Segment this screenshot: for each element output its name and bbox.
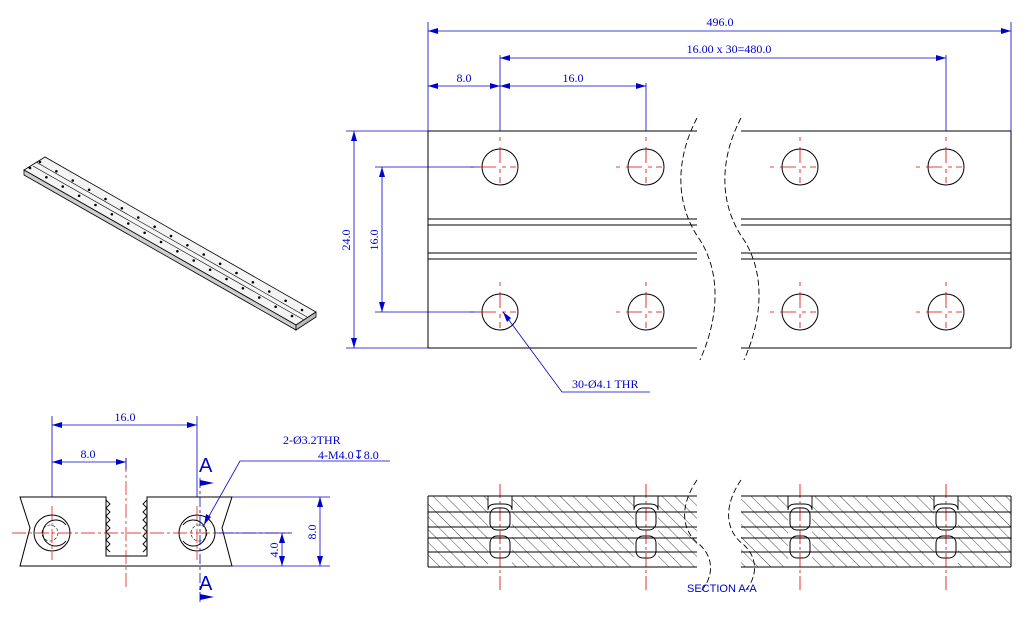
dim-hole-pattern: 16.00 x 30=480.0 xyxy=(687,42,772,56)
break-line-right xyxy=(724,117,760,361)
isometric-view xyxy=(23,156,317,331)
break-line-left xyxy=(680,117,716,361)
iso-hole xyxy=(94,203,97,207)
iso-hole xyxy=(71,179,75,182)
iso-hole xyxy=(290,314,294,318)
top-view xyxy=(427,117,1012,361)
iso-hole xyxy=(136,216,140,219)
iso-hole xyxy=(110,212,114,216)
iso-hole xyxy=(251,280,255,284)
iso-hole xyxy=(28,166,32,170)
dim-row-spacing: 16.0 xyxy=(367,230,381,251)
top-view-arrows xyxy=(351,28,1011,348)
iso-hole xyxy=(274,305,277,309)
iso-hole xyxy=(267,290,271,293)
iso-hole xyxy=(235,271,238,275)
iso-hole xyxy=(225,277,228,281)
end-view-dimensions xyxy=(51,416,390,604)
dim-overall-length: 496.0 xyxy=(707,15,734,29)
iso-hole xyxy=(192,259,196,262)
dim-end-holes-a: 2-Ø3.2THR xyxy=(283,433,341,447)
serration-left xyxy=(105,499,111,553)
iso-hole xyxy=(257,296,261,299)
dim-end-half: 8.0 xyxy=(81,447,96,461)
dim-end-offset: 8.0 xyxy=(457,71,472,85)
end-view xyxy=(12,458,290,588)
iso-hole xyxy=(104,197,107,201)
section-label: SECTION A-A xyxy=(687,583,757,595)
iso-hole xyxy=(38,160,42,164)
dim-pitch: 16.0 xyxy=(563,71,584,85)
section-marker-top: A xyxy=(199,455,213,477)
iso-hole xyxy=(45,175,48,179)
iso-hole xyxy=(169,234,173,238)
iso-hole xyxy=(300,308,304,312)
dim-half-height: 4.0 xyxy=(267,543,281,558)
iso-hole xyxy=(143,231,146,235)
iso-hole xyxy=(202,253,206,256)
iso-hole xyxy=(87,188,91,192)
section-marker-bottom: A xyxy=(199,573,213,595)
end-view-arrows xyxy=(52,422,323,600)
iso-hole xyxy=(61,185,65,188)
dim-height: 8.0 xyxy=(305,525,319,540)
iso-hole xyxy=(126,222,130,225)
dim-width: 24.0 xyxy=(339,230,353,251)
dim-end-holes-b: 4-M4.0↧8.0 xyxy=(318,448,379,462)
section-view xyxy=(427,479,1012,593)
iso-hole xyxy=(77,194,81,198)
iso-hole xyxy=(159,240,163,244)
iso-hole xyxy=(55,169,58,173)
dim-hole-callout: 30-Ø4.1 THR xyxy=(572,377,638,391)
iso-hole xyxy=(208,268,212,272)
iso-hole xyxy=(218,262,222,266)
iso-hole xyxy=(186,243,189,247)
iso-hole xyxy=(284,299,287,303)
dim-end-pitch: 16.0 xyxy=(115,410,136,424)
iso-hole xyxy=(153,225,156,229)
top-view-dimensions xyxy=(346,22,1012,393)
iso-hole xyxy=(176,249,179,253)
iso-hole xyxy=(241,286,245,290)
iso-hole xyxy=(120,206,124,210)
serration-right xyxy=(142,499,148,553)
